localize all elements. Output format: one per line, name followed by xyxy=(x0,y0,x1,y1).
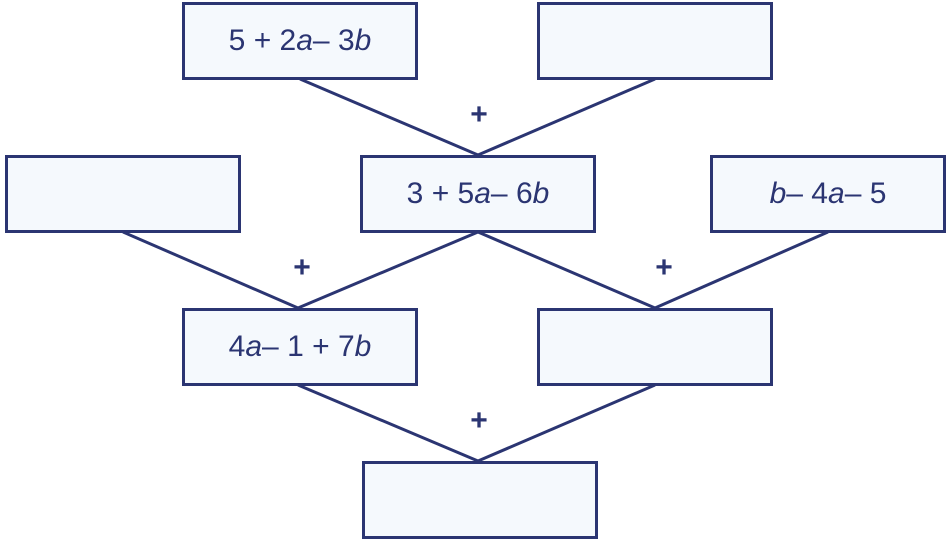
connector-line xyxy=(477,77,656,157)
expression-term: 3 + 5 xyxy=(406,177,475,210)
box-row2-left[interactable] xyxy=(5,155,241,233)
connector-line xyxy=(299,77,479,157)
variable-term: b xyxy=(769,177,787,210)
connector-line xyxy=(477,383,656,463)
variable-term: b xyxy=(532,177,550,210)
variable-term: a xyxy=(474,177,491,210)
variable-term: b xyxy=(354,330,372,363)
box-row3-right[interactable] xyxy=(537,308,773,386)
expression-term: – 4 xyxy=(786,177,828,210)
connector-line xyxy=(297,383,479,463)
expression-term: – 3 xyxy=(312,24,355,57)
plus-sign: + xyxy=(470,404,488,437)
box-row1-right[interactable] xyxy=(537,2,773,80)
connector-line xyxy=(122,230,299,310)
variable-term: a xyxy=(245,330,263,363)
plus-sign: + xyxy=(470,98,488,131)
expression-term: – 6 xyxy=(490,177,533,210)
connector-line xyxy=(297,230,479,310)
plus-sign: + xyxy=(293,251,311,284)
expression-term: 4 xyxy=(228,330,246,363)
expression-term: – 1 + 7 xyxy=(262,330,355,363)
connector-line xyxy=(654,230,829,310)
connector-line xyxy=(477,230,656,310)
expression-term: 5 + 2 xyxy=(228,24,297,57)
plus-sign: + xyxy=(655,251,673,284)
expression-term: – 5 xyxy=(844,177,887,210)
variable-term: b xyxy=(354,24,372,57)
box-row4-bottom[interactable] xyxy=(362,461,598,539)
variable-term: a xyxy=(296,24,313,57)
variable-term: a xyxy=(828,177,845,210)
